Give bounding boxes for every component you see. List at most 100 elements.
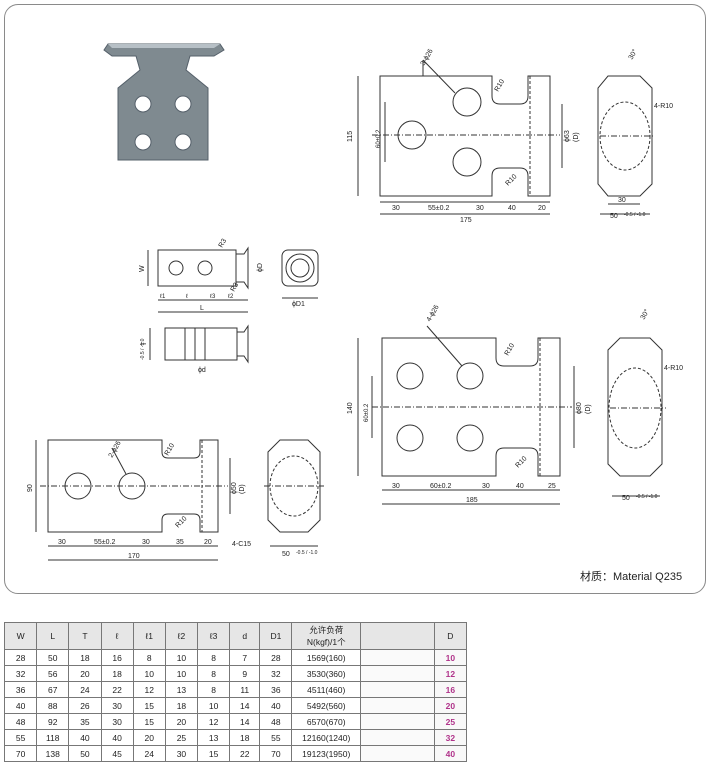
table-cell: 8	[197, 681, 231, 698]
mid-main-view	[357, 325, 575, 505]
lbl-mid-angle: 30°	[639, 308, 651, 321]
table-cell: 13	[164, 681, 199, 698]
lbl-small-l3: ℓ3	[210, 293, 216, 300]
lbl-bot-dim-3: 30	[142, 539, 150, 546]
lbl-bot-chamfer: 4-C15	[232, 541, 251, 548]
col-header: T	[68, 622, 102, 650]
lbl-top-dim-2: 55±0.2	[428, 205, 449, 212]
lbl-top-d: (D)	[573, 132, 580, 142]
lbl-small-r1: R3	[218, 238, 229, 249]
table-cell: 88	[36, 697, 70, 714]
table-cell: 20	[68, 665, 102, 682]
table-cell: 92	[36, 713, 70, 730]
table-cell: 18	[164, 697, 199, 714]
lbl-bot-d: (D)	[239, 484, 246, 494]
table-cell: 18	[68, 649, 102, 666]
lbl-top-dim-1: 30	[392, 205, 400, 212]
lbl-bot-dim-4: 35	[176, 539, 184, 546]
lbl-mid-dim-3: 30	[482, 483, 490, 490]
lbl-bot-rbot: R10	[174, 515, 188, 529]
col-header-load: 允许负荷 N(kgf)/1个	[291, 622, 361, 650]
lbl-bot-dim-2: 55±0.2	[94, 539, 115, 546]
lbl-mid-dim-1: 30	[392, 483, 400, 490]
lbl-small-d: ϕD	[257, 263, 264, 272]
lbl-mid-hole: 4-ϕ26	[426, 304, 441, 323]
cell-d: 40	[433, 745, 468, 762]
table-cell: 6570(670)	[291, 713, 361, 730]
lbl-bot-height: 90	[27, 484, 34, 492]
col-header: L	[36, 622, 70, 650]
table-cell: 10	[164, 665, 199, 682]
table-cell: 4511(460)	[291, 681, 361, 698]
table-cell: 26	[68, 697, 102, 714]
lbl-mid-side-w: 50	[622, 495, 630, 502]
table-cell: 30	[164, 745, 199, 762]
lbl-mid-pitch: 60±0.2	[364, 403, 370, 422]
small-pin-side-view	[149, 324, 249, 364]
cell-blank	[359, 729, 435, 746]
table-cell: 9	[229, 665, 261, 682]
table-cell: 36	[3, 681, 38, 698]
lbl-small-T: T	[141, 341, 148, 346]
small-pin-view	[147, 246, 319, 313]
table-cell: 1569(160)	[291, 649, 361, 666]
table-cell: 10	[197, 697, 231, 714]
lbl-small-r2: R3	[230, 282, 241, 293]
bottom-main-view	[35, 439, 231, 561]
product-photo	[103, 43, 225, 161]
table-cell: 19123(1950)	[291, 745, 361, 762]
table-cell: 30	[100, 713, 134, 730]
cell-blank	[359, 745, 435, 762]
spec-table: W L T ℓ ℓ1 ℓ2 ℓ3 d D1 允许负荷 N(kgf)/1个 D 2…	[3, 622, 468, 762]
lbl-small-L: L	[200, 305, 204, 312]
table-cell: 14	[229, 697, 261, 714]
table-cell: 118	[36, 729, 70, 746]
table-cell: 50	[36, 649, 70, 666]
lbl-bot-dim-1: 30	[58, 539, 66, 546]
cell-d: 20	[433, 697, 468, 714]
lbl-small-l1: ℓ1	[160, 293, 166, 300]
lbl-top-side-w1: 30	[618, 197, 626, 204]
lbl-mid-tol: -0.5 / -1.0	[636, 494, 658, 500]
table-cell: 36	[259, 681, 293, 698]
cell-blank	[359, 713, 435, 730]
lbl-bot-total: 170	[128, 553, 140, 560]
table-cell: 10	[132, 665, 166, 682]
table-cell: 25	[164, 729, 199, 746]
table-cell: 55	[259, 729, 293, 746]
lbl-top-rbot: R10	[504, 173, 518, 187]
lbl-bot-rtop: R10	[164, 442, 177, 457]
lbl-bot-dim-5: 20	[204, 539, 212, 546]
lbl-mid-total: 185	[466, 497, 478, 504]
table-cell: 45	[100, 745, 134, 762]
table-cell: 70	[259, 745, 293, 762]
technical-drawing: 3-ϕ26 R10 R10 115 60±0.2 ϕ63 (D) 30 55±0…	[27, 43, 683, 561]
table-cell: 15	[132, 713, 166, 730]
cell-d: 25	[433, 713, 468, 730]
table-cell: 12160(1240)	[291, 729, 361, 746]
table-cell: 28	[3, 649, 38, 666]
table-cell: 40	[100, 729, 134, 746]
table-cell: 14	[229, 713, 261, 730]
lbl-bot-dia: ϕ50	[231, 482, 238, 494]
table-cell: 32	[259, 665, 293, 682]
table-cell: 70	[3, 745, 38, 762]
lbl-top-dia: ϕ63	[564, 130, 571, 142]
col-header: ℓ	[100, 622, 134, 650]
lbl-top-total: 175	[460, 217, 472, 224]
lbl-top-hole: 3-ϕ26	[420, 48, 435, 67]
col-header: ℓ3	[197, 622, 231, 650]
top-main-view	[357, 59, 563, 215]
table-cell: 24	[68, 681, 102, 698]
table-cell: 40	[68, 729, 102, 746]
cell-d: 16	[433, 681, 468, 698]
lbl-small-d1: ϕD1	[292, 301, 305, 308]
top-side-view	[597, 75, 655, 215]
lbl-small-tol: -0.5 / -1.0	[140, 338, 146, 360]
table-cell: 8	[197, 649, 231, 666]
cell-d: 10	[433, 649, 468, 666]
table-cell: 32	[3, 665, 38, 682]
